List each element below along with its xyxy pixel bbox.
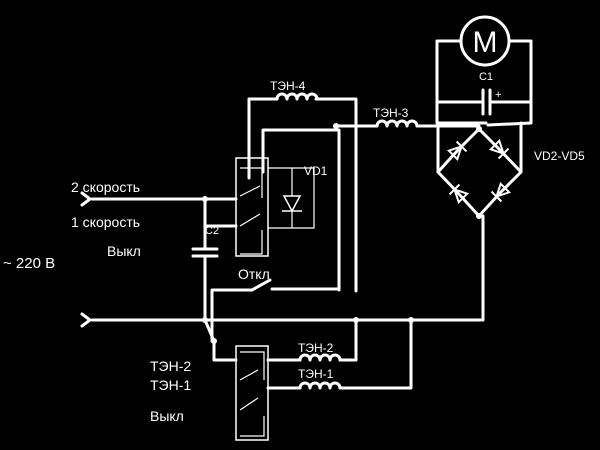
bridge-diode-icon	[446, 140, 468, 162]
speed2-label: 2 скорость	[71, 179, 140, 195]
otkl-wire	[210, 287, 341, 343]
off-bottom-label: Выкл	[150, 408, 184, 424]
vd2-vd5-label: VD2-VD5	[534, 149, 585, 163]
heater-switch-feed	[212, 339, 238, 362]
c1-plus-label: +	[495, 89, 501, 101]
speed1-label: 1 скорость	[71, 214, 140, 230]
mains-label: ~ 220 В	[3, 255, 55, 272]
ten4-heater-coil	[275, 92, 319, 101]
ten2-heater-coil	[298, 353, 342, 362]
ten1-heater-coil	[298, 381, 342, 390]
speed-relay-switch	[235, 157, 269, 257]
off-top-label: Выкл	[107, 243, 141, 259]
ten2-heater-wire	[288, 318, 358, 362]
mains-line-bottom	[80, 214, 485, 328]
c2-label: C2	[205, 225, 219, 237]
bridge-diode-icon	[488, 138, 510, 160]
vd1-coil-box	[268, 167, 315, 229]
bridge-diode-icon	[490, 181, 512, 203]
speed1-lead	[203, 197, 238, 228]
ten2-switch-label: ТЭН-2	[150, 358, 191, 374]
ten1-heater-label: ТЭН-1	[298, 367, 334, 381]
c1-capacitor-symbol	[481, 88, 492, 116]
ten4-wire-right	[314, 97, 358, 293]
otkl-switch-blade	[250, 278, 272, 292]
ten3-heater-coil	[375, 119, 419, 128]
ten4-wire-left	[247, 97, 279, 180]
vd1-diode-icon	[282, 195, 302, 213]
motor-label: M	[473, 26, 498, 59]
bridge-diode-icon	[448, 183, 470, 205]
ten4-label: ТЭН-4	[270, 79, 306, 93]
ten2-heater-label: ТЭН-2	[298, 341, 334, 355]
heater-switch	[235, 345, 269, 441]
motor-group: M	[459, 15, 511, 67]
ten1-switch-label: ТЭН-1	[150, 377, 191, 393]
otkl-label: Откл	[238, 266, 270, 282]
vd1-label: VD1	[304, 164, 328, 178]
diode-bridge	[436, 121, 523, 219]
ten1-heater-wire	[288, 318, 413, 390]
relay-wire-top	[261, 128, 341, 292]
ten3-label: ТЭН-3	[373, 106, 409, 120]
c1-label: C1	[479, 71, 493, 83]
mains-line-top	[80, 191, 238, 207]
